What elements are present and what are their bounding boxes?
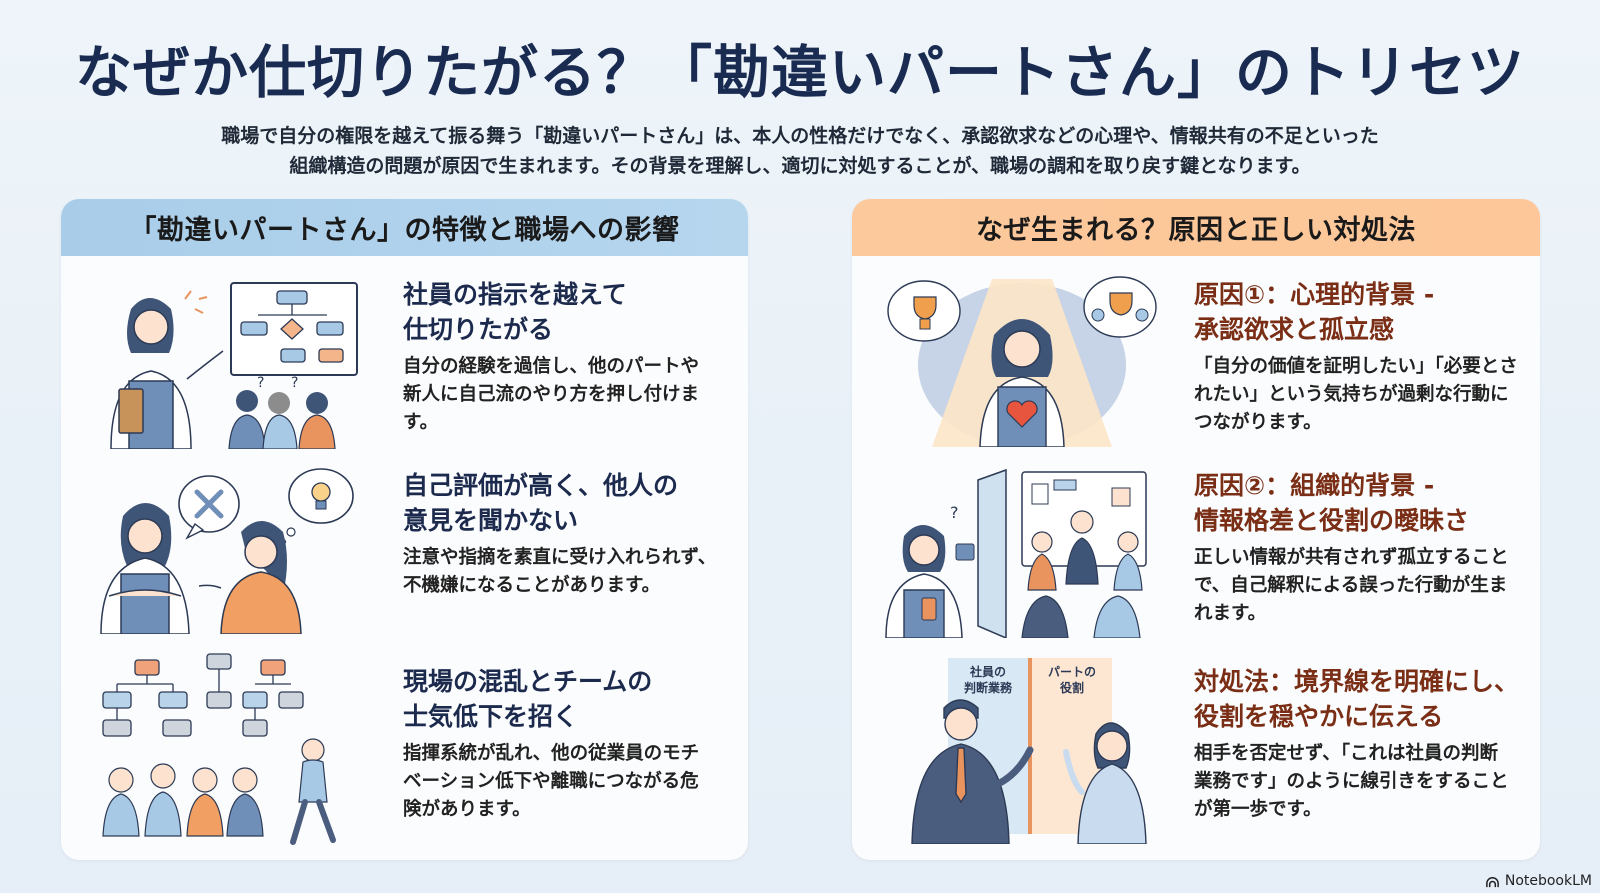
item-title: 自己評価が高く、他人の 意見を聞かない	[403, 471, 679, 535]
solution-item: 社員の 判断業務 パートの 役割 対処法：境界線を明確にし、 役割を	[852, 644, 1540, 854]
solution-text: 対処法：境界線を明確にし、 役割を穏やかに伝える 相手を否定せず、「これは社員の…	[1194, 664, 1520, 824]
notebooklm-brand: NotebookLM	[1485, 873, 1592, 889]
panel-header: なぜ生まれる？原因と正しい対処法	[852, 199, 1540, 256]
isolated-woman-puzzle-meeting-illustration: ?	[885, 468, 1147, 638]
item-title: 現場の混乱とチームの 士気低下を招く	[403, 667, 653, 731]
item-body: 自分の経験を過信し、他のパートや 新人に自己流のやり方を押し付けま す。	[403, 356, 700, 433]
characteristics-panel: 「勘違いパートさん」の特徴と職場への影響	[61, 199, 748, 860]
spotlight-woman-trophy-illustration	[887, 276, 1157, 447]
item-body: 「自分の価値を証明したい」「必要とさ れたい」という気持ちが過剰な行動に つなが…	[1194, 356, 1518, 433]
item-title: 原因①：心理的背景 - 承認欲求と孤立感	[1194, 280, 1435, 344]
woman-rejecting-idea-illustration	[100, 468, 354, 634]
brand-label: NotebookLM	[1504, 873, 1592, 889]
characteristic-text: 現場の混乱とチームの 士気低下を招く 指揮系統が乱れ、他の従業員のモチ ベーショ…	[403, 664, 728, 824]
item-body: 相手を否定せず、「これは社員の判断 業務です」のように線引きをすること が第一歩…	[1194, 743, 1509, 820]
characteristic-text: 自己評価が高く、他人の 意見を聞かない 注意や指摘を素直に受け入れられず、 不機…	[403, 468, 728, 600]
svg-text:?: ?	[291, 375, 298, 391]
boundary-line-illustration	[911, 699, 1147, 844]
cause-text: 原因②：組織的背景 - 情報格差と役割の曖昧さ 正しい情報が共有されず孤立するこ…	[1194, 468, 1520, 628]
boundary-line	[1028, 658, 1032, 834]
employee-zone-label: 社員の 判断業務	[963, 665, 1012, 695]
svg-text:?: ?	[257, 375, 264, 391]
cause-item-1: 原因①：心理的背景 - 承認欲求と孤立感 「自分の価値を証明したい」「必要とさ …	[852, 259, 1540, 449]
woman-explaining-flowchart-illustration: ? ?	[110, 282, 358, 449]
causes-solutions-panel: なぜ生まれる？原因と正しい対処法 原因①：心理的背景 - 承認欲求と孤立感	[852, 199, 1540, 860]
item-title: 対処法：境界線を明確にし、 役割を穏やかに伝える	[1194, 667, 1520, 731]
item-body: 注意や指摘を素直に受け入れられず、 不機嫌になることがあります。	[403, 547, 717, 596]
characteristic-text: 社員の指示を越えて 仕切りたがる 自分の経験を過信し、他のパートや 新人に自己流…	[403, 277, 728, 437]
subtitle-line-1: 職場で自分の権限を越えて振る舞う「勘違いパートさん」は、本人の性格だけでなく、承…	[221, 125, 1379, 147]
part-timer-zone-label: パートの 役割	[1047, 665, 1096, 695]
cause-item-2: ? 原因②：組織的背景 - 情報格差と役割の曖昧さ 正しい情報が共有されず孤立す…	[852, 454, 1540, 644]
item-body: 正しい情報が共有されず孤立すること で、自己解釈による誤った行動が生ま れます。	[1194, 547, 1509, 624]
subtitle-line-2: 組織構造の問題が原因で生まれます。その背景を理解し、適切に対処することが、職場の…	[289, 155, 1311, 177]
panel-header: 「勘違いパートさん」の特徴と職場への影響	[61, 199, 748, 256]
confused-team-org-chart-illustration	[102, 653, 336, 845]
item-title: 社員の指示を越えて 仕切りたがる	[403, 280, 627, 344]
characteristic-item-1: ? ? 社員の指示を越えて 仕切りたがる 自分の経験を過信し、他のパートや 新人…	[61, 259, 748, 449]
notebooklm-logo-icon	[1485, 876, 1499, 887]
characteristic-item-2: 自己評価が高く、他人の 意見を聞かない 注意や指摘を素直に受け入れられず、 不機…	[61, 454, 748, 644]
characteristic-item-3: 現場の混乱とチームの 士気低下を招く 指揮系統が乱れ、他の従業員のモチ ベーショ…	[61, 644, 748, 854]
page-title: なぜか仕切りたがる？「勘違いパートさん」のトリセツ	[75, 40, 1525, 106]
item-title: 原因②：組織的背景 - 情報格差と役割の曖昧さ	[1194, 471, 1470, 535]
svg-text:?: ?	[950, 503, 959, 522]
cause-text: 原因①：心理的背景 - 承認欲求と孤立感 「自分の価値を証明したい」「必要とさ …	[1194, 277, 1520, 437]
page-subtitle: 職場で自分の権限を越えて振る舞う「勘違いパートさん」は、本人の性格だけでなく、承…	[0, 121, 1600, 181]
item-body: 指揮系統が乱れ、他の従業員のモチ ベーション低下や離職につながる危 険があります…	[403, 743, 700, 820]
